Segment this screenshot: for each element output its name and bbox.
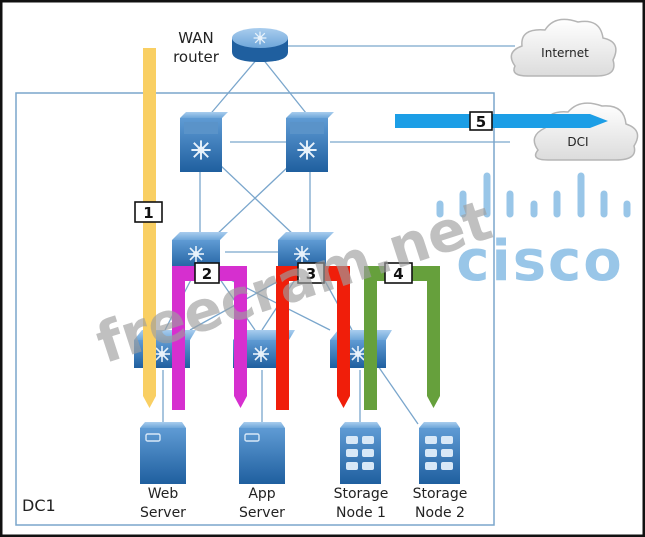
internet-label: Internet xyxy=(541,46,589,60)
core-switch-1 xyxy=(180,112,228,172)
app-server: App Server xyxy=(239,422,285,521)
storage-node-2-label-line2: Node 2 xyxy=(415,505,465,521)
flow-5-badge xyxy=(469,111,493,131)
core-switch-icon xyxy=(180,112,228,172)
storage-node-1: Storage Node 1 xyxy=(334,422,389,521)
flow-4-number: 4 xyxy=(393,265,403,283)
flow-2-badge xyxy=(194,262,220,284)
flow-5-number: 5 xyxy=(476,113,486,131)
internet-cloud: Internet xyxy=(510,18,617,77)
flow-4: 4 xyxy=(364,262,440,410)
flow-1-badge xyxy=(134,201,163,223)
wan-router-label-line1: WAN xyxy=(178,29,214,47)
storage-node-1-label-line2: Node 1 xyxy=(336,505,386,521)
flow-1: 1 xyxy=(134,48,163,408)
flow-5-arrow xyxy=(395,114,608,128)
link-acc3-storage2 xyxy=(377,365,419,425)
dci-label: DCI xyxy=(567,135,588,149)
flow-1-arrow xyxy=(143,48,156,408)
storage-icon xyxy=(419,422,460,484)
link-wan-core1 xyxy=(206,57,259,119)
core-switch-2 xyxy=(286,112,334,172)
app-server-label-line2: Server xyxy=(239,505,285,521)
flow-3-arrow xyxy=(276,266,350,410)
wan-router: WAN router xyxy=(173,28,288,66)
app-server-label-line1: App xyxy=(248,486,275,502)
flow-1-number: 1 xyxy=(143,204,153,222)
wan-router-label-line2: router xyxy=(173,48,220,66)
dc1-zone-boundary xyxy=(15,92,495,526)
dc1-zone-label: DC1 xyxy=(22,496,56,515)
link-core1-agg2 xyxy=(219,164,296,237)
router-icon xyxy=(232,28,288,62)
flow-3-number: 3 xyxy=(306,265,316,283)
link-wan-core2 xyxy=(261,57,311,119)
server-icon xyxy=(239,422,285,484)
flow-3: 3 xyxy=(276,262,350,410)
storage-node-2: Storage Node 2 xyxy=(413,422,468,521)
link-core2-agg1 xyxy=(214,164,291,237)
storage-node-1-label-line1: Storage xyxy=(334,486,389,502)
web-server-label-line1: Web xyxy=(148,486,179,502)
flow-2: 2 xyxy=(172,262,247,410)
cloud-icon xyxy=(510,18,617,77)
web-server: Web Server xyxy=(140,422,186,521)
core-switch-icon xyxy=(286,112,334,172)
flow-4-arrow xyxy=(364,266,440,410)
cisco-logo: cisco xyxy=(436,172,631,294)
server-icon xyxy=(140,422,186,484)
cisco-wordmark: cisco xyxy=(456,229,623,294)
web-server-label-line2: Server xyxy=(140,505,186,521)
flow-3-badge xyxy=(297,262,325,284)
storage-icon xyxy=(340,422,381,484)
network-links xyxy=(162,45,515,425)
cisco-bars-icon xyxy=(436,172,631,218)
storage-node-2-label-line1: Storage xyxy=(413,486,468,502)
flow-2-number: 2 xyxy=(202,265,212,283)
flow-5: 5 xyxy=(395,111,608,131)
flow-2-arrow xyxy=(172,266,247,410)
flow-4-badge xyxy=(384,262,413,284)
